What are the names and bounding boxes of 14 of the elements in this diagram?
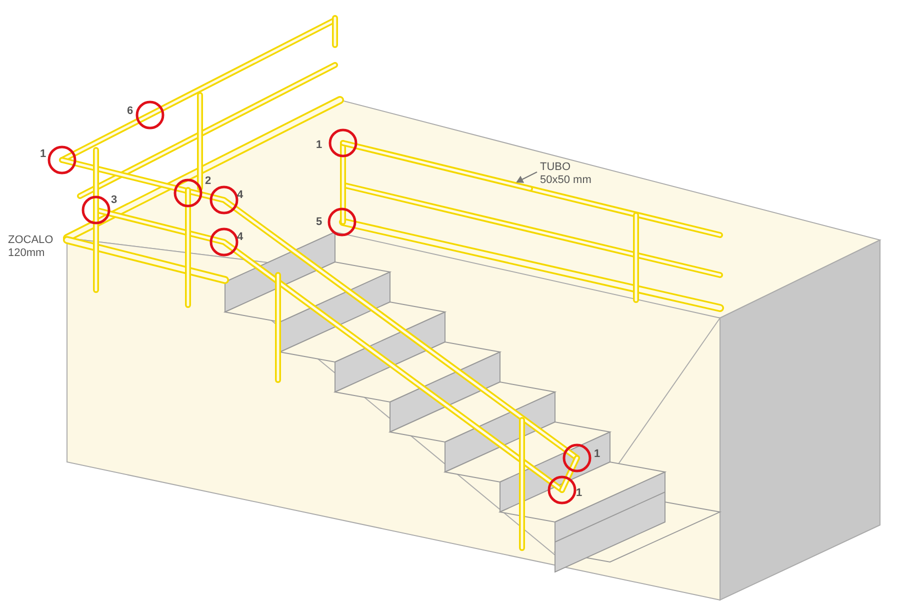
- callout-number: 1: [40, 147, 46, 162]
- callout-number: 6: [127, 104, 134, 119]
- callout-number: 1: [594, 447, 600, 462]
- dimension-text: ZOCALO 120mm: [8, 234, 54, 260]
- callout-number: 3: [111, 193, 118, 208]
- callout-number: 1: [576, 486, 582, 501]
- callout-number: 4: [237, 188, 244, 203]
- handrail: [340, 140, 533, 192]
- leader-arrow: [516, 171, 538, 183]
- callout-number: 1: [316, 138, 322, 153]
- callout-number: 2: [205, 174, 212, 189]
- callout-number: 5: [316, 215, 322, 230]
- callout-number: 4: [237, 230, 244, 245]
- dimension-text: TUBO 50x50 mm: [540, 161, 602, 187]
